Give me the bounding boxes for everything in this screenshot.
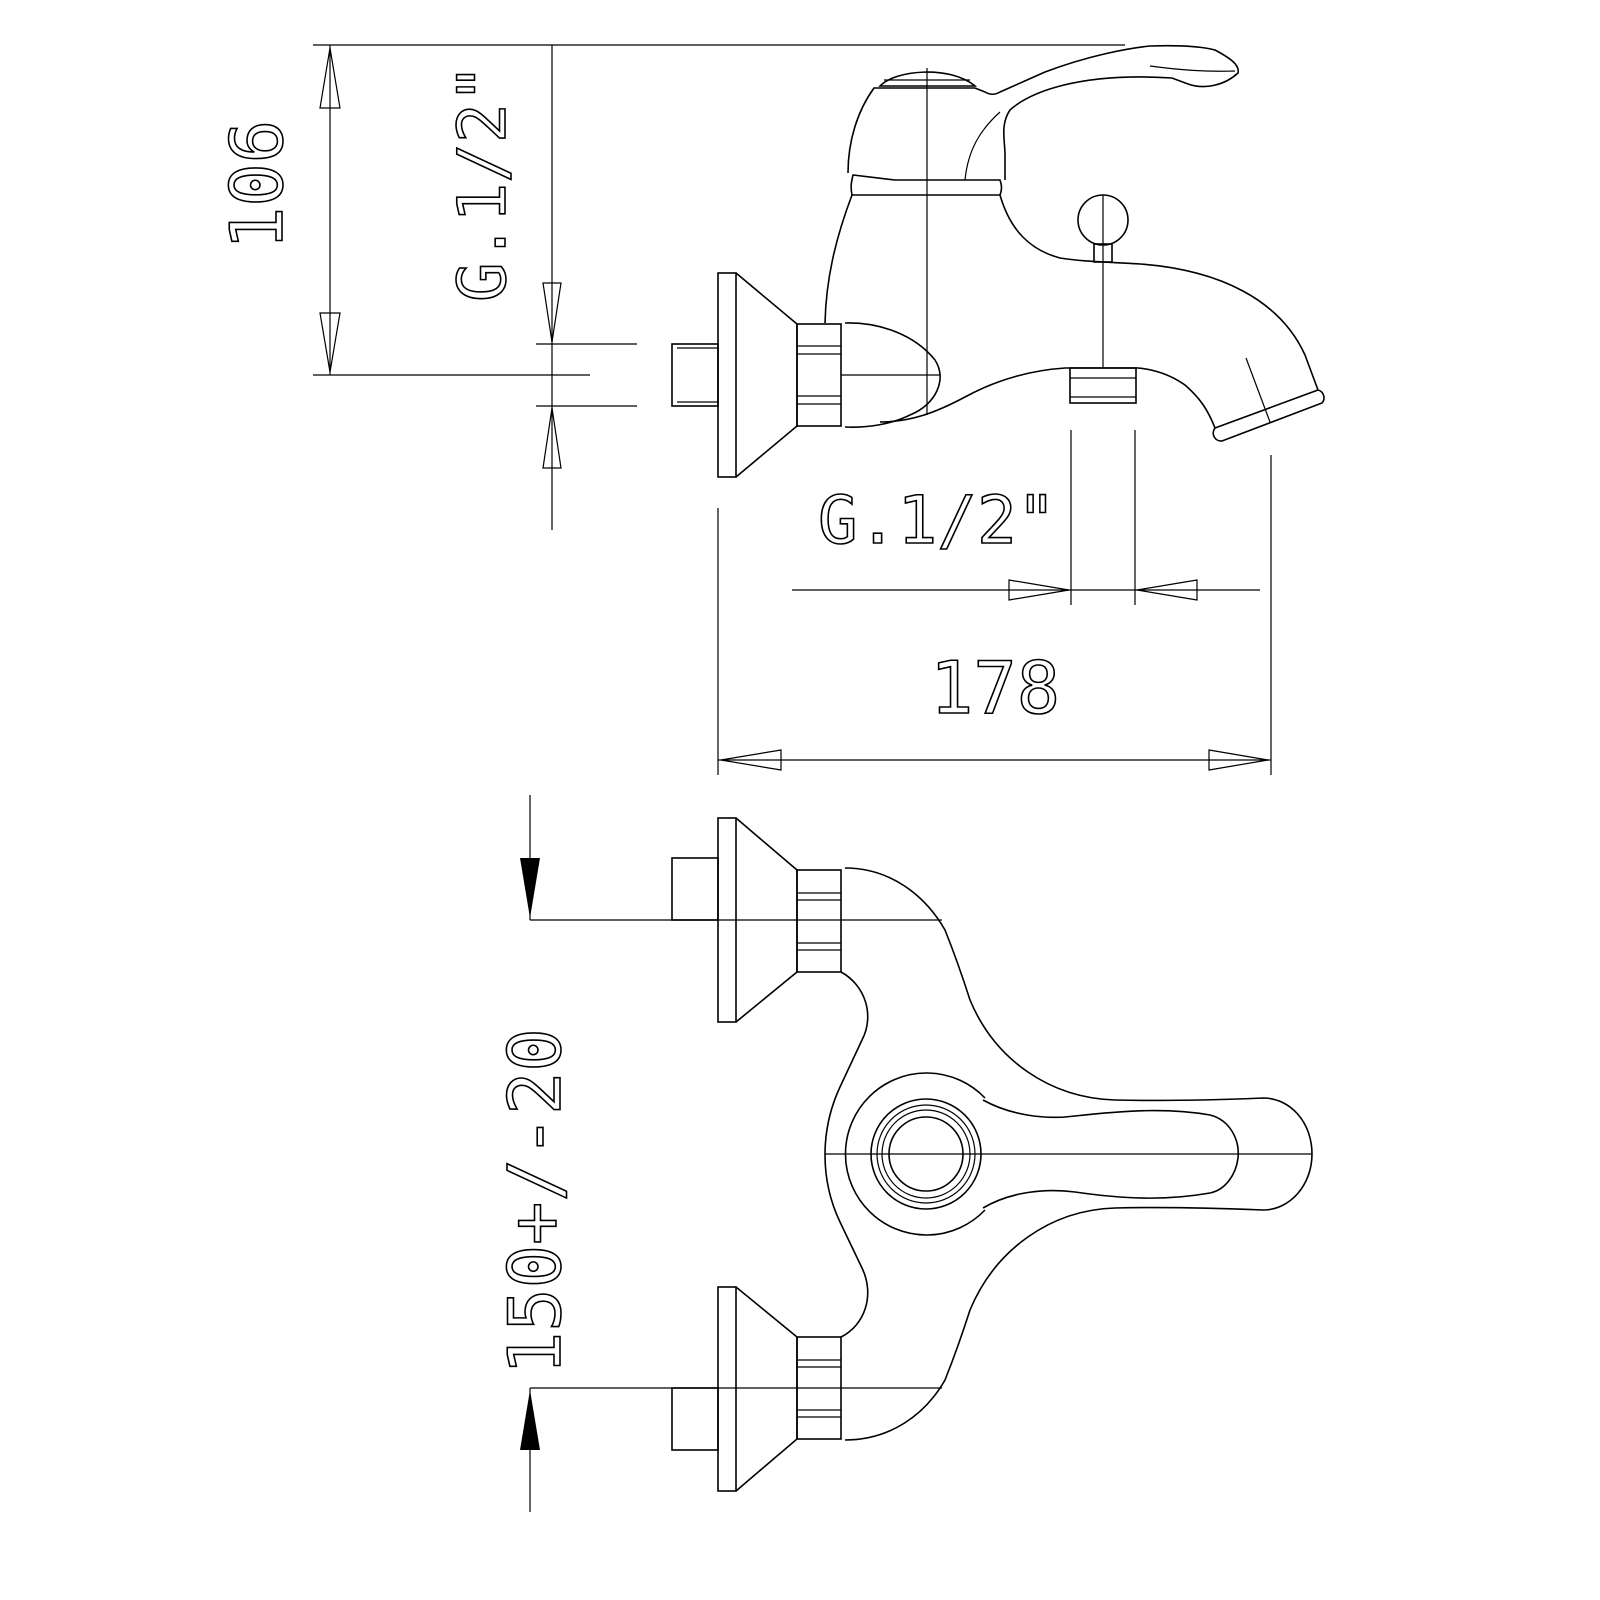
arrow-up-icon [520, 1390, 540, 1450]
spout-upper-outline [824, 194, 1319, 391]
length-label: 178 [930, 646, 1060, 730]
lower-flange [717, 1286, 737, 1492]
hex-nut [796, 323, 842, 427]
arrow-left-icon [1136, 579, 1198, 601]
arrow-down-icon [542, 282, 562, 343]
side-view: 106 G.1/2" [214, 44, 1325, 775]
arrow-left-icon [720, 749, 782, 771]
inlet-thread-label: G.1/2" [444, 64, 521, 302]
wall-flange [717, 272, 737, 478]
arrow-up-icon [542, 407, 562, 469]
cartridge-collar [850, 174, 1003, 196]
front-view: 150+/-20 [492, 795, 1313, 1512]
lever-handle [847, 44, 1239, 180]
arrow-right-icon [1008, 579, 1070, 601]
spout-lower-outline [879, 367, 1216, 429]
aerator-tip [1212, 389, 1325, 442]
inlet-thread-stub [671, 343, 719, 407]
lever-handle-front [982, 1099, 1239, 1209]
upper-inlet-stub [671, 857, 719, 921]
upper-hex-nut [796, 869, 842, 973]
height-label: 106 [215, 120, 299, 250]
arrow-down-icon [319, 312, 341, 373]
flange-cone [735, 272, 798, 478]
upper-flange [717, 817, 737, 1023]
body-outline-left [824, 971, 869, 1338]
arrow-up-icon [319, 47, 341, 109]
body-inlet-bulge [844, 322, 941, 428]
spacing-label: 150+/-20 [493, 1028, 577, 1375]
arrow-down-icon [520, 858, 540, 918]
lever-cap [878, 71, 978, 87]
lower-inlet-stub [671, 1387, 719, 1451]
lower-hex-nut [796, 1336, 842, 1440]
outlet-thread [1069, 367, 1137, 404]
outlet-thread-label: G.1/2" [818, 482, 1056, 559]
arrow-right-icon [1208, 749, 1269, 771]
